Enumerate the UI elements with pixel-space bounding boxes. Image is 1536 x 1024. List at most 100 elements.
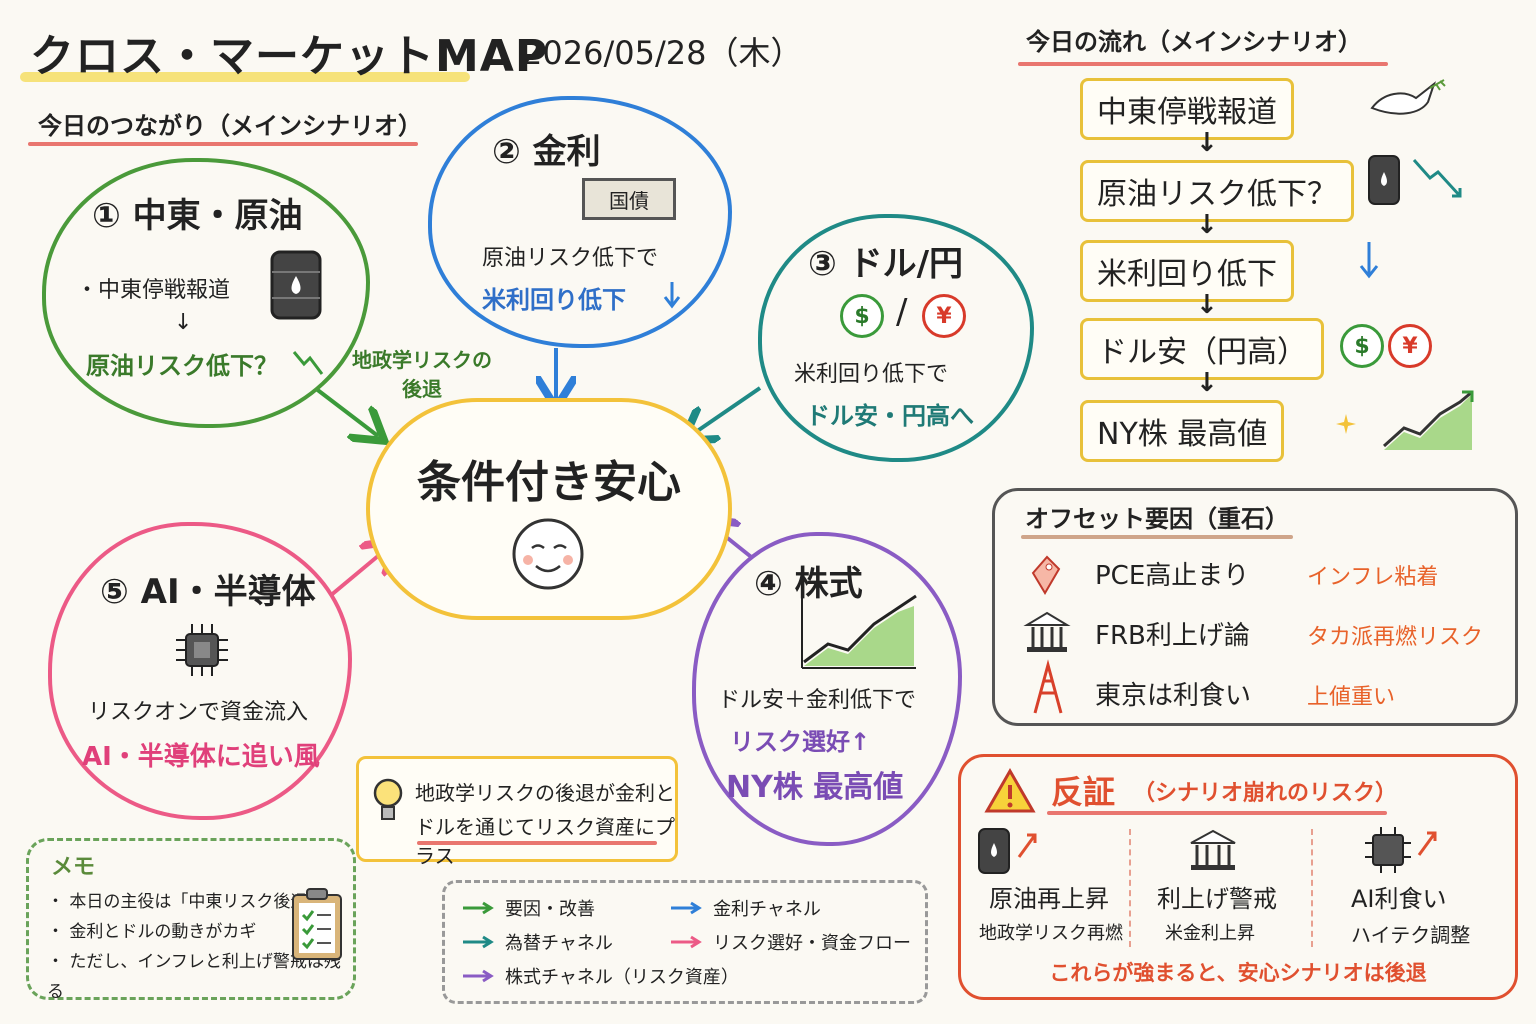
node-dollar-yen: ③ ドル/円 $ / ¥ 米利回り低下で ドル安・円高へ bbox=[758, 214, 1034, 462]
yen-icon: ¥ bbox=[922, 294, 966, 338]
edge1-label: 地政学リスクの 後退 bbox=[352, 344, 492, 402]
tip-box: 地政学リスクの後退が金利と ドルを通じてリスク資産にプラス bbox=[356, 756, 678, 868]
rebuttal-item-label: 原油再上昇 bbox=[989, 885, 1109, 913]
lightbulb-icon bbox=[373, 778, 403, 820]
down-arrow-icon bbox=[663, 282, 681, 309]
flow-step: ドル安（円高） bbox=[1080, 318, 1324, 380]
node5-title: ⑤ AI・半導体 bbox=[100, 572, 316, 612]
rebuttal-heading: 反証 bbox=[1051, 773, 1116, 811]
legend-item: 為替チャネル bbox=[461, 929, 613, 955]
node-stocks: ④ 株式 ドル安＋金利低下で リスク選好↑ NY株 最高値 bbox=[692, 532, 962, 846]
legend-label: 要因・改善 bbox=[505, 899, 595, 920]
node3-line1: 米利回り低下で bbox=[794, 362, 949, 387]
node3-slash: / bbox=[896, 292, 908, 332]
node4-line3: NY株 最高値 bbox=[726, 770, 904, 805]
page-title: クロス・マーケットMAP bbox=[30, 31, 549, 82]
rebuttal-subheading: （シナリオ崩れのリスク） bbox=[1133, 781, 1398, 806]
rebuttal-item-sub: 地政学リスク再燃 bbox=[979, 923, 1123, 944]
dollar-icon: $ bbox=[1340, 324, 1384, 368]
clipboard-icon bbox=[292, 888, 342, 960]
center-cloud: 条件付き安心 bbox=[366, 398, 732, 620]
node5-line1: リスクオンで資金流入 bbox=[88, 700, 309, 725]
tip-line2: ドルを通じてリスク資産にプラス bbox=[415, 815, 675, 868]
memo-heading: メモ bbox=[51, 855, 96, 880]
tip-underline bbox=[417, 841, 657, 845]
flow-step: 中東停戦報道 bbox=[1080, 78, 1294, 140]
bank-building-icon bbox=[1023, 611, 1071, 652]
offset-heading: オフセット要因（重石） bbox=[1025, 505, 1289, 533]
node1-title: ① 中東・原油 bbox=[92, 196, 303, 236]
flow-step: 原油リスク低下？ bbox=[1080, 160, 1354, 222]
offset-label: PCE高止まり bbox=[1095, 561, 1250, 591]
node1-line1: ・中東停戦報道 bbox=[76, 278, 231, 303]
offset-label: FRB利上げ論 bbox=[1095, 621, 1250, 651]
legend-item: 株式チャネル（リスク資産） bbox=[461, 963, 739, 989]
node2-line1: 原油リスク低下で bbox=[482, 246, 659, 271]
flow-arrow: ↓ bbox=[1196, 368, 1218, 398]
tip-line1: 地政学リスクの後退が金利と bbox=[415, 781, 675, 805]
down-trend-icon bbox=[292, 351, 324, 375]
connections-heading: 今日のつながり（メインシナリオ） bbox=[38, 112, 422, 140]
legend-label: リスク選好・資金フロー bbox=[713, 933, 911, 954]
rebuttal-item-sub: 米金利上昇 bbox=[1165, 923, 1255, 944]
flow-step: NY株 最高値 bbox=[1080, 400, 1285, 462]
divider bbox=[1311, 829, 1313, 947]
rebuttal-item-sub: ハイテク調整 bbox=[1351, 923, 1471, 947]
bank-building-icon bbox=[1190, 829, 1236, 870]
memo-item: ・ ただし、インフレと利上げ警戒は残る bbox=[47, 952, 341, 1002]
down-trend-icon bbox=[1412, 159, 1462, 198]
stock-chart-icon bbox=[801, 594, 917, 669]
flow-underline bbox=[1018, 62, 1388, 66]
oil-barrel-icon bbox=[1368, 155, 1400, 205]
legend-label: 株式チャネル（リスク資産） bbox=[505, 967, 739, 988]
warning-icon bbox=[984, 767, 1036, 813]
node2-line2: 米利回り低下 bbox=[482, 286, 626, 314]
date-label: 2026/05/28（木） bbox=[522, 34, 803, 72]
offset-box: オフセット要因（重石） PCE高止まり インフレ粘着 FRB利上げ論 タカ派再燃… bbox=[992, 488, 1518, 726]
edge1-label-line2: 後退 bbox=[402, 377, 442, 401]
yen-icon: ¥ bbox=[1388, 324, 1432, 368]
flow-arrow: ↓ bbox=[1196, 128, 1218, 158]
offset-note: 上値重い bbox=[1307, 685, 1396, 710]
center-label: 条件付き安心 bbox=[417, 457, 681, 508]
memo-item: ・ 金利とドルの動きがカギ bbox=[47, 922, 257, 942]
node3-title: ③ ドル/円 bbox=[808, 244, 964, 284]
legend-item: 金利チャネル bbox=[669, 895, 821, 921]
dollar-icon: $ bbox=[840, 294, 884, 338]
offset-underline bbox=[1021, 535, 1293, 539]
node4-title: ④ 株式 bbox=[754, 564, 863, 604]
chip-icon bbox=[176, 624, 228, 676]
offset-label: 東京は利食い bbox=[1095, 681, 1252, 711]
node-middle-east-oil: ① 中東・原油 ・中東停戦報道 ↓ 原油リスク低下？ bbox=[42, 158, 370, 428]
bond-certificate-icon: 国債 bbox=[582, 178, 676, 220]
connections-underline bbox=[28, 142, 418, 146]
price-tag-icon bbox=[1031, 555, 1061, 595]
rebuttal-item-label: AI利食い bbox=[1351, 885, 1447, 913]
divider bbox=[1129, 829, 1131, 947]
flow-arrow: ↓ bbox=[1196, 210, 1218, 240]
edge1-label-line1: 地政学リスクの bbox=[352, 348, 492, 372]
oil-barrel-up-icon bbox=[978, 828, 1037, 874]
rising-chart-icon bbox=[1382, 390, 1474, 450]
node-ai-semis: ⑤ AI・半導体 リスクオンで資金流入 AI・半導体に追い風 bbox=[48, 522, 352, 820]
offset-note: インフレ粘着 bbox=[1307, 565, 1439, 590]
rebuttal-footer: これらが強まると、安心シナリオは後退 bbox=[1049, 961, 1427, 985]
dove-icon bbox=[1370, 79, 1446, 115]
flow-heading: 今日の流れ（メインシナリオ） bbox=[1026, 28, 1362, 56]
node2-title: ② 金利 bbox=[492, 132, 601, 172]
memo-item: ・ 本日の主役は「中東リスク後退」 bbox=[47, 892, 325, 912]
rebuttal-item-label: 利上げ警戒 bbox=[1157, 885, 1277, 913]
node4-line2: リスク選好↑ bbox=[730, 728, 871, 756]
sparkle-icon bbox=[1336, 414, 1356, 434]
node1-line2: 原油リスク低下？ bbox=[86, 352, 278, 380]
node-rates: ② 金利 国債 原油リスク低下で 米利回り低下 bbox=[428, 96, 732, 348]
legend-item: 要因・改善 bbox=[461, 895, 595, 921]
oil-barrel-icon bbox=[270, 250, 322, 320]
rebuttal-box: 反証 （シナリオ崩れのリスク） 原油再上昇 地政学リスク再燃 利上げ警戒 米金利… bbox=[958, 754, 1518, 1000]
memo-list: ・ 本日の主役は「中東リスク後退」 ・ 金利とドルの動きがカギ ・ ただし、イン… bbox=[47, 887, 353, 1007]
offset-note: タカ派再燃リスク bbox=[1307, 625, 1484, 650]
title-underline bbox=[20, 72, 470, 82]
legend-label: 為替チャネル bbox=[505, 933, 613, 954]
legend-item: リスク選好・資金フロー bbox=[669, 929, 911, 955]
node3-line2: ドル安・円高へ bbox=[806, 402, 974, 430]
